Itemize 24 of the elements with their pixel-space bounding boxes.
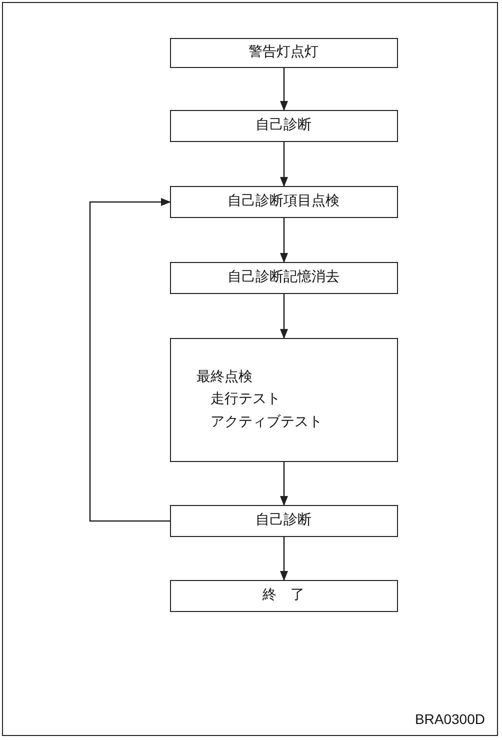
arrow [280, 218, 288, 262]
arrow [280, 142, 288, 186]
box-text: 自己診断項目点検 [228, 192, 340, 212]
box-text: アクティブテスト [210, 412, 322, 432]
arrow [280, 462, 288, 506]
box-text: 自己診断 [256, 511, 312, 530]
arrow [280, 536, 288, 580]
box-text: 自己診断 [256, 116, 312, 136]
process-box [170, 38, 398, 68]
process-box [170, 262, 398, 294]
process-box [170, 504, 398, 536]
box-text: 終 了 [262, 586, 304, 606]
process-box [170, 110, 398, 142]
figure-code: BRA0300D [414, 711, 485, 727]
process-box [170, 186, 398, 218]
box-text: 走行テスト [210, 390, 280, 410]
box-heading: 最終点検 [196, 368, 252, 387]
arrow [88, 198, 170, 522]
box-text: 自己診断記憶消去 [228, 268, 340, 288]
arrow [280, 294, 288, 338]
box-text: 警告灯点灯 [248, 43, 318, 62]
arrow [280, 68, 288, 110]
process-box [170, 338, 398, 462]
process-box [170, 580, 398, 612]
